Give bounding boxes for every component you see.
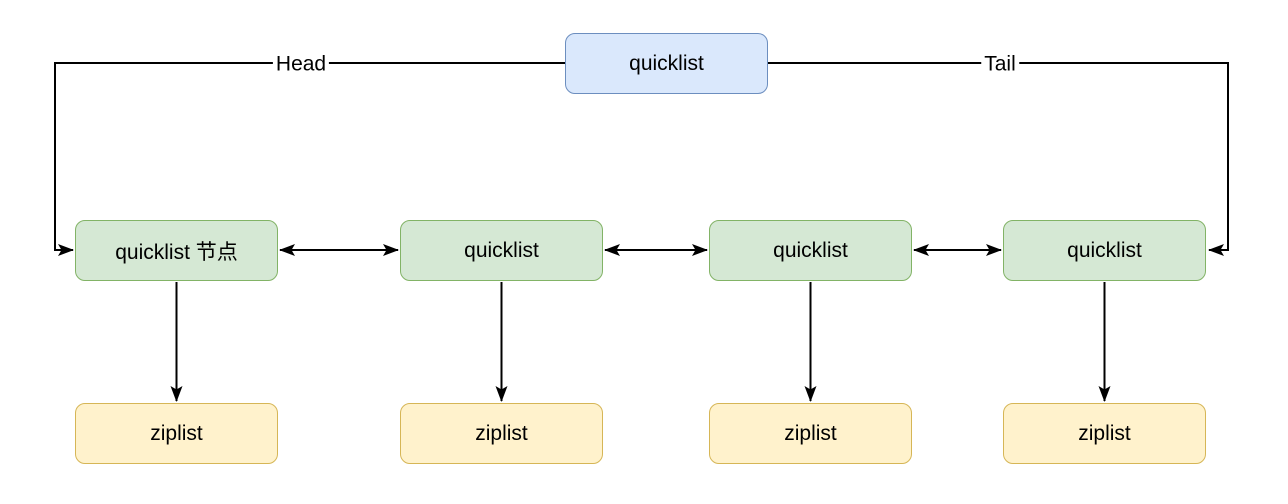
quicklist-node-4: quicklist [1003, 220, 1206, 281]
ziplist-node-2: ziplist [400, 403, 603, 464]
tail-edge-label: Tail [981, 52, 1019, 76]
quicklist-node-3: quicklist [709, 220, 912, 281]
ziplist-node-3: ziplist [709, 403, 912, 464]
ziplist-node-4: ziplist [1003, 403, 1206, 464]
head-edge-label: Head [272, 52, 330, 76]
ziplist-node-1: ziplist [75, 403, 278, 464]
quicklist-node-2: quicklist [400, 220, 603, 281]
quicklist-node-1: quicklist 节点 [75, 220, 278, 281]
root-quicklist-node: quicklist [565, 33, 768, 94]
